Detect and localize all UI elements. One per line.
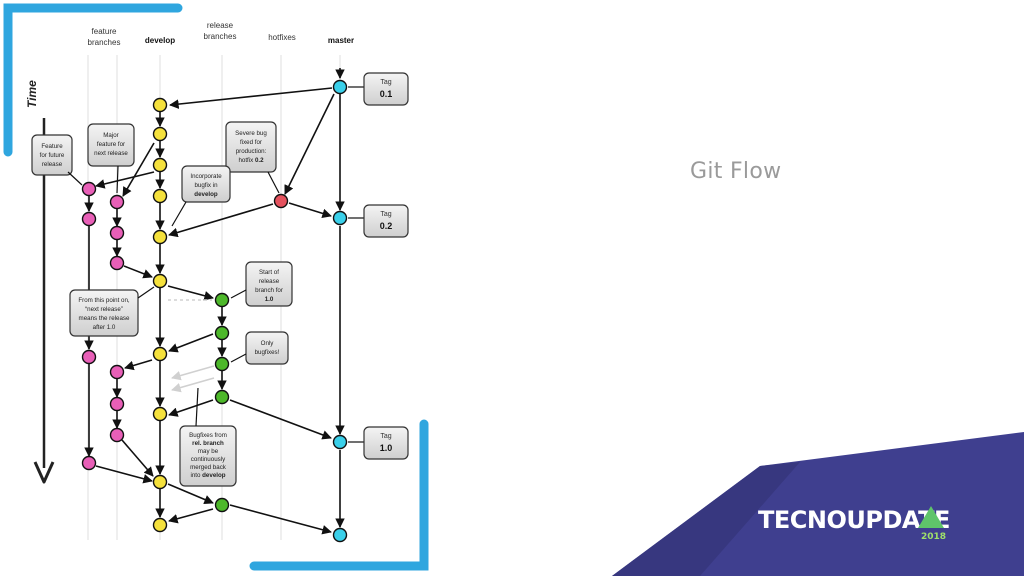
svg-text:From this point on,: From this point on,	[78, 297, 130, 304]
svg-text:1.0: 1.0	[265, 296, 274, 303]
feature-commit	[81, 181, 97, 197]
callout-feature-future: Feature for future release	[31, 134, 83, 186]
release-commit	[214, 356, 230, 372]
svg-text:merged back: merged back	[190, 464, 227, 471]
tag-callout: Tag 0.1	[348, 72, 409, 106]
lane-label-release: release	[207, 21, 234, 30]
time-axis-arrowhead	[33, 461, 55, 484]
tecnoupdate-logo: TECNOUPDATE 2018	[758, 506, 950, 542]
svg-text:bugfix in: bugfix in	[194, 182, 218, 189]
feature-commit	[81, 455, 97, 471]
develop-commit	[152, 97, 168, 113]
svg-text:next release: next release	[94, 150, 128, 157]
svg-text:Feature: Feature	[41, 143, 63, 150]
svg-text:after 1.0: after 1.0	[93, 324, 116, 331]
release-commit	[214, 389, 230, 405]
svg-text:Only: Only	[261, 340, 275, 347]
lane-label-feature: feature	[92, 27, 117, 36]
develop-commit	[152, 517, 168, 533]
svg-text:rel. branch: rel. branch	[192, 440, 224, 447]
logo-triangle-icon	[918, 506, 944, 528]
svg-text:may be: may be	[198, 448, 219, 455]
ghost-merge-arrows	[168, 299, 215, 393]
feature-commit	[109, 255, 125, 271]
svg-text:Major: Major	[103, 132, 118, 139]
hotfix-commit	[273, 193, 289, 209]
svg-text:Tag: Tag	[380, 433, 391, 440]
feature-commit	[109, 364, 125, 380]
feature-commit	[109, 225, 125, 241]
svg-text:0.1: 0.1	[380, 89, 393, 99]
svg-text:Incorporate: Incorporate	[190, 173, 222, 180]
lane-label-develop: develop	[145, 36, 175, 45]
develop-commit	[152, 273, 168, 289]
callout-incorporate: Incorporate bugfix in develop	[171, 165, 231, 227]
svg-text:TECNOUPDATE: TECNOUPDATE	[758, 506, 950, 534]
svg-text:hotfix 0.2: hotfix 0.2	[238, 157, 264, 164]
release-commit	[214, 292, 230, 308]
develop-commit	[152, 126, 168, 142]
lane-label-master: master	[328, 36, 354, 45]
lane-label-release: branches	[204, 32, 237, 41]
tag-callout: Tag 0.2	[348, 204, 409, 238]
banner-shade	[612, 462, 800, 576]
tag-callout: Tag 1.0	[348, 426, 409, 460]
svg-text:0.2: 0.2	[380, 221, 393, 231]
feature-commit	[81, 211, 97, 227]
develop-commit	[152, 229, 168, 245]
svg-text:continuously: continuously	[191, 456, 226, 463]
develop-commit	[152, 406, 168, 422]
develop-commit	[152, 346, 168, 362]
callout-bugfixes-rel-branch: Bugfixes from rel. branch may be continu…	[179, 387, 237, 487]
lane-label-feature: branches	[88, 38, 121, 47]
svg-text:production:: production:	[236, 148, 267, 155]
callout-major-feature: Major feature for next release	[87, 123, 135, 194]
svg-text:1.0: 1.0	[380, 443, 393, 453]
callout-severe-bug: Severe bug fixed for production: hotfix …	[225, 121, 280, 194]
svg-text:release: release	[42, 161, 63, 168]
callout-next-release: From this point on, “next release” means…	[69, 286, 155, 337]
commit-connections	[84, 68, 345, 535]
master-commit	[332, 527, 348, 543]
svg-text:fixed for: fixed for	[240, 139, 262, 146]
feature-commit	[109, 396, 125, 412]
svg-text:Start of: Start of	[259, 269, 279, 276]
master-commit	[332, 79, 348, 95]
develop-commit	[152, 474, 168, 490]
svg-text:release: release	[259, 278, 280, 285]
svg-text:means the release: means the release	[79, 315, 130, 322]
master-commit	[332, 210, 348, 226]
develop-commit	[152, 157, 168, 173]
commits	[81, 79, 348, 543]
release-commit	[214, 497, 230, 513]
frame-bracket-top-left	[3, 3, 183, 157]
svg-text:for future: for future	[40, 152, 65, 159]
svg-text:Tag: Tag	[380, 79, 391, 86]
svg-text:Tag: Tag	[380, 211, 391, 218]
feature-commit	[109, 427, 125, 443]
svg-text:2018: 2018	[921, 532, 946, 542]
master-commit	[332, 434, 348, 450]
svg-text:feature for: feature for	[97, 141, 125, 148]
feature-commit	[109, 194, 125, 210]
svg-text:Severe bug: Severe bug	[235, 130, 267, 137]
svg-text:bugfixes!: bugfixes!	[255, 349, 280, 356]
svg-text:develop: develop	[194, 191, 218, 198]
feature-commit	[81, 349, 97, 365]
callout-only-bugfixes: Only bugfixes!	[230, 331, 289, 365]
develop-commit	[152, 188, 168, 204]
svg-text:into develop: into develop	[190, 472, 225, 479]
svg-text:Bugfixes from: Bugfixes from	[189, 432, 227, 439]
time-label: Time	[25, 80, 39, 108]
frame-bracket-bottom-right	[249, 419, 429, 571]
svg-text:“next release”: “next release”	[85, 306, 123, 313]
svg-text:branch for: branch for	[255, 287, 283, 294]
callout-start-release: Start of release branch for 1.0	[230, 261, 293, 307]
slide-title: Git Flow	[690, 159, 782, 184]
lane-label-hotfixes: hotfixes	[268, 33, 296, 42]
release-commit	[214, 325, 230, 341]
